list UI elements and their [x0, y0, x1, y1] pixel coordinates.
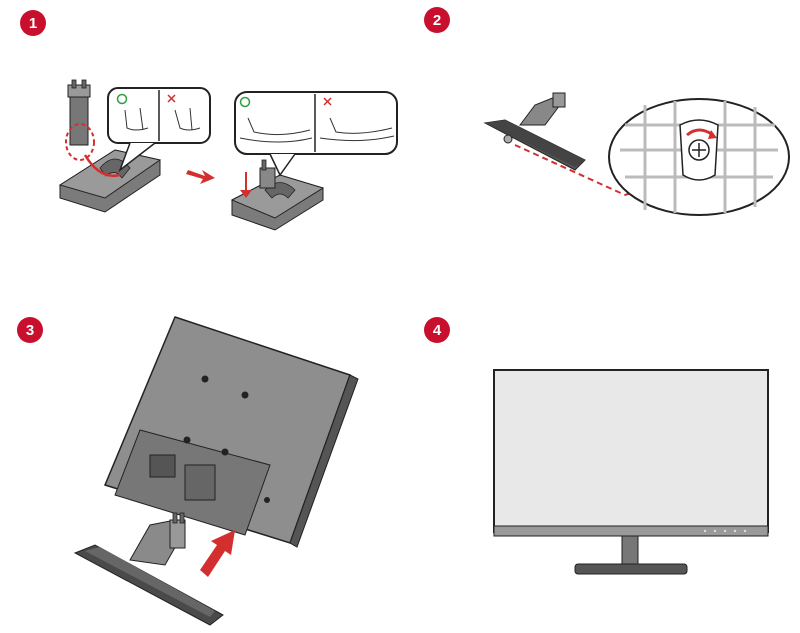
screw-icon: [504, 135, 512, 143]
vesa-hole: [184, 437, 191, 444]
monitor-base: [575, 564, 687, 574]
next-arrow-icon: [186, 170, 215, 184]
push-arrow-icon: [200, 530, 235, 577]
step-2-illustration: [475, 85, 775, 220]
step-3-illustration: [75, 315, 365, 625]
callout-2: [235, 92, 397, 175]
vesa-hole: [222, 449, 229, 456]
lock-slot: [264, 497, 270, 503]
step-4-illustration: [490, 368, 772, 580]
stand-upside-down: [485, 93, 585, 170]
step-badge-2: 2: [424, 7, 450, 33]
step-1-illustration: [40, 80, 410, 240]
step-badge-4: 4: [424, 317, 450, 343]
monitor-back: [105, 317, 358, 547]
step-badge-1: 1: [20, 10, 46, 36]
vesa-hole: [202, 376, 209, 383]
monitor-front: [494, 370, 768, 574]
monitor-neck: [622, 536, 638, 566]
vesa-hole: [242, 392, 249, 399]
stand-neck: [68, 80, 90, 145]
zoom-detail: [609, 99, 789, 215]
step-badge-3: 3: [17, 317, 43, 343]
